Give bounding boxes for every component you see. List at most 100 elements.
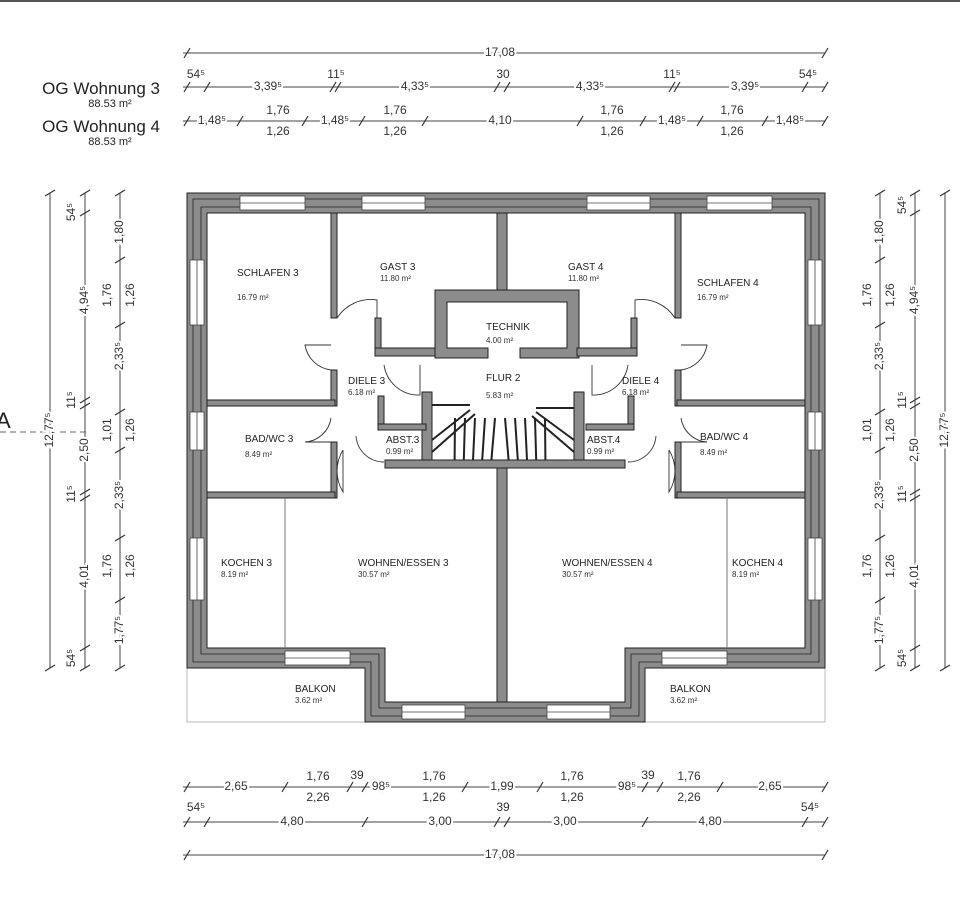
dimension-label: 2,26 <box>306 790 330 804</box>
dimension-label: 4,94⁵ <box>77 286 91 314</box>
dimension-tick <box>114 256 126 264</box>
dimension-label: 4,80 <box>280 814 304 828</box>
dimension-label: 11⁵ <box>663 67 680 81</box>
dimension-label: 1,26 <box>422 790 446 804</box>
dimension-label: 1,76 <box>100 283 114 307</box>
dimension-tick <box>673 81 681 93</box>
dimension-label: 1,77⁵ <box>112 616 126 644</box>
room-area: 8.19 m² <box>221 570 248 579</box>
stair-step <box>472 417 476 461</box>
dimension-tick <box>329 81 337 93</box>
dimension-lines <box>49 52 946 856</box>
dimension-tick <box>821 849 829 861</box>
dimension-label: 1,26 <box>266 124 290 138</box>
stair-step <box>534 417 538 461</box>
dimension-label: 54⁵ <box>801 800 819 814</box>
dimension-tick <box>874 596 886 604</box>
dimension-label: 3,00 <box>553 814 577 828</box>
dimension-label: 1,76 <box>720 103 744 117</box>
dimension-label: 1,76 <box>860 283 874 307</box>
dimension-label: 3,00 <box>428 814 452 828</box>
dimension-tick <box>621 781 629 793</box>
unit-name: OG Wohnung 3 <box>42 79 160 98</box>
dimension-label: 3,39⁵ <box>731 79 759 93</box>
dimension-tick <box>639 115 647 127</box>
dimension-label: 54⁵ <box>799 67 817 81</box>
dimension-tick <box>79 189 91 197</box>
dimension-tick <box>939 189 951 197</box>
room-area: 3.62 m² <box>670 696 697 705</box>
room-name: DIELE 3 <box>348 376 386 387</box>
dimension-label: 3,39⁵ <box>254 79 282 93</box>
dimension-tick <box>334 81 342 93</box>
dimension-label: 1,76 <box>560 769 584 783</box>
unit-label-wohnung-3: OG Wohnung 3 88.53 m² <box>0 79 160 111</box>
dimension-tick <box>493 81 501 93</box>
dimension-label: 1,26 <box>123 554 137 578</box>
dimension-label: 2,33⁵ <box>112 342 126 370</box>
dimension-label: 4,10 <box>488 113 512 127</box>
dimension-labels: 17,0854⁵3,39⁵11⁵4,33⁵304,33⁵11⁵3,39⁵54⁵1… <box>40 43 953 863</box>
room-name: BALKON <box>295 684 336 695</box>
dimension-label: 39 <box>496 800 510 814</box>
dimension-tick <box>346 781 354 793</box>
dimension-label: 11⁵ <box>327 67 344 81</box>
dimension-tick <box>821 816 829 828</box>
unit-area: 88.53 m² <box>88 136 132 148</box>
room-area: 30.57 m² <box>562 570 594 579</box>
dimension-tick <box>641 816 649 828</box>
dimension-label: 1,48⁵ <box>198 113 226 127</box>
unit-name: OG Wohnung 4 <box>42 117 160 136</box>
dimension-label: 2,50 <box>907 438 921 462</box>
stair-step <box>524 417 528 461</box>
dimension-label: 1,76 <box>100 554 114 578</box>
dimension-label: 4,01 <box>907 564 921 588</box>
dimension-label: 1,99 <box>490 779 514 793</box>
dimension-tick <box>696 115 704 127</box>
room-area: 3.62 m² <box>295 696 322 705</box>
dimension-tick <box>909 494 921 502</box>
dimension-label: 2,26 <box>677 790 701 804</box>
technik-walls <box>434 289 580 359</box>
dimension-ticks <box>44 47 951 861</box>
dimension-label: 11⁵ <box>895 391 909 408</box>
dimension-tick <box>203 816 211 828</box>
room-area: 8.19 m² <box>732 570 759 579</box>
dimension-label: 17,08 <box>485 847 515 861</box>
room-name: WOHNEN/ESSEN 4 <box>562 558 653 569</box>
room-name: DIELE 4 <box>622 376 660 387</box>
dimension-label: 1,26 <box>883 554 897 578</box>
dimension-tick <box>44 664 56 672</box>
dimension-tick <box>801 816 809 828</box>
room-area: 30.57 m² <box>358 570 390 579</box>
dimension-label: 39 <box>350 768 364 782</box>
dimension-label: 1,01 <box>100 418 114 442</box>
dimension-tick <box>301 115 309 127</box>
dimension-tick <box>44 189 56 197</box>
dimension-tick <box>381 781 389 793</box>
stair-step <box>504 417 510 461</box>
stair-step <box>514 417 519 461</box>
dimension-tick <box>909 644 921 652</box>
room-area: 0.99 m² <box>587 447 614 456</box>
dimension-label: 12,77⁵ <box>42 412 56 447</box>
room-area: 11.80 m² <box>568 274 599 283</box>
dimension-label: 1,76 <box>860 554 874 578</box>
stair-step <box>462 417 466 461</box>
dimension-tick <box>183 849 191 861</box>
dimension-tick <box>909 664 921 672</box>
dimension-label: 1,26 <box>123 283 137 307</box>
dimension-tick <box>361 781 369 793</box>
room-name: TECHNIK <box>486 322 530 333</box>
dimension-tick <box>114 446 126 454</box>
room-name: BALKON <box>670 684 711 695</box>
stair-step <box>481 417 486 461</box>
dimension-tick <box>114 189 126 197</box>
dimension-label: 2,33⁵ <box>872 481 886 509</box>
dimension-label: 1,26 <box>883 418 897 442</box>
dimension-tick <box>909 396 921 404</box>
dimension-label: 54⁵ <box>187 800 205 814</box>
dimension-label: 1,48⁵ <box>321 113 349 127</box>
dimension-label: 39 <box>641 768 655 782</box>
